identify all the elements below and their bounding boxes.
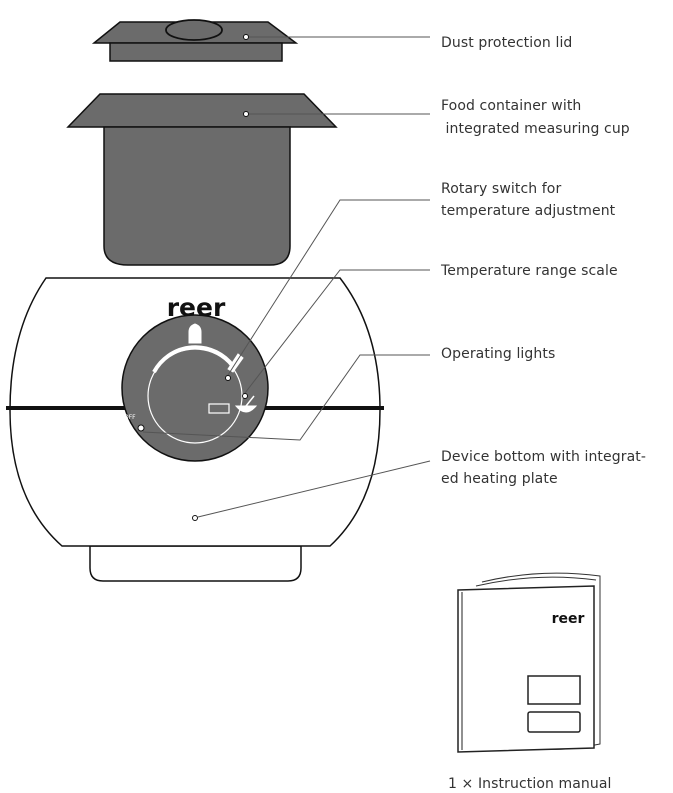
manual-caption: 1 × Instruction manual [448, 776, 612, 792]
callout-label-line: Temperature range scale [440, 263, 618, 279]
callout-label-line: ed heating plate [441, 471, 558, 487]
callout-food-container: Food container with integrated measuring… [441, 98, 630, 137]
food-container [66, 93, 338, 266]
device-base [89, 545, 302, 582]
rotary-switch [121, 314, 269, 462]
callout-operating-lights: Operating lights [441, 346, 555, 362]
callout-rotary-switch: Rotary switch for temperature adjustment [441, 181, 616, 219]
callout-label-line: Rotary switch for [441, 181, 561, 197]
callout-device-bottom: Device bottom with integrat- ed heating … [441, 449, 646, 487]
temperature-scale-point [242, 393, 248, 399]
callout-label-line: temperature adjustment [441, 203, 616, 219]
manual-brand-logo: reer [552, 611, 585, 627]
callout-temperature-range-scale: Temperature range scale [440, 263, 618, 279]
callout-label-line: Food container with [441, 98, 581, 114]
bowl-icon [234, 395, 258, 413]
operating-light [137, 424, 145, 432]
callout-label-line: Device bottom with integrat- [441, 449, 646, 465]
callout-dust-protection-lid: Dust protection lid [441, 35, 572, 51]
callout-label-line: Operating lights [441, 346, 555, 362]
leader-lines [142, 36, 431, 518]
bottle-warm-icon [188, 323, 202, 344]
dust-protection-lid [91, 19, 299, 62]
callout-label-line: Dust protection lid [441, 35, 572, 51]
instruction-manual-booklet [457, 572, 601, 753]
callout-label-line: integrated measuring cup [441, 121, 630, 137]
dial-off-label: OFF [124, 414, 136, 421]
